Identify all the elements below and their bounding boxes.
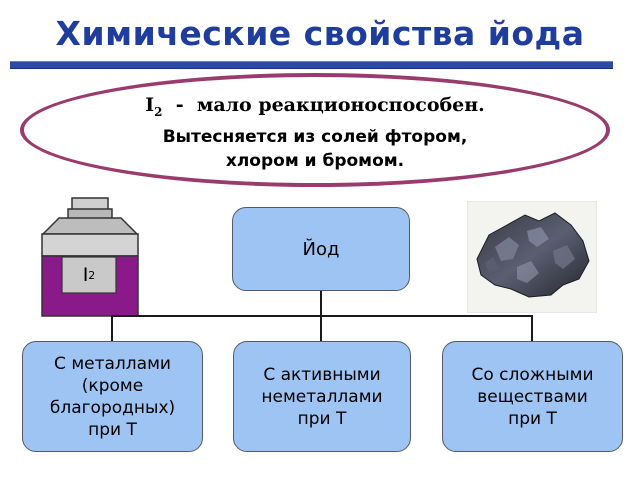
ellipse-line-2: Вытесняется из солей фтором, [162, 126, 468, 147]
box-nonmetals: С активными неметаллами при Т [233, 341, 411, 452]
title-underline [10, 61, 613, 69]
connector-right [531, 315, 533, 342]
connector-horizontal [111, 315, 533, 317]
formula-symbol: I [145, 94, 155, 116]
box-complex-line: веществами [477, 386, 588, 407]
box-complex-text: Со сложными веществами при Т [471, 364, 593, 430]
jar-subscript: 2 [88, 268, 96, 282]
connector-left [111, 315, 113, 342]
iodine-crystal-image [467, 201, 597, 313]
box-nonmetals-line: С активными [263, 364, 381, 385]
box-nonmetals-line: неметаллами [261, 386, 383, 407]
ellipse-line-3: хлором и бромом. [225, 150, 405, 171]
connector-middle [320, 315, 322, 342]
ellipse-line-1-text: - мало реакционоспособен. [162, 94, 485, 116]
page-title: Химические свойства йода [55, 14, 585, 53]
formula-subscript: 2 [154, 104, 163, 119]
box-metals: С металлами (кроме благородных) при Т [22, 341, 203, 452]
box-metals-text: С металлами (кроме благородных) при Т [50, 353, 175, 441]
box-metals-line: благородных) [49, 397, 176, 418]
box-complex-substances: Со сложными веществами при Т [442, 341, 623, 452]
box-metals-line: при Т [88, 419, 137, 440]
box-metals-line: С металлами [54, 353, 171, 374]
box-nonmetals-line: при Т [297, 408, 347, 429]
iodine-box: Йод [232, 207, 410, 291]
box-complex-line: при Т [508, 408, 557, 429]
box-nonmetals-text: С активными неметаллами при Т [261, 364, 382, 430]
box-complex-line: Со сложными [471, 364, 594, 385]
connector-vertical-main [320, 291, 322, 316]
ellipse-text: I2 - мало реакционоспособен. Вытесняется… [20, 92, 610, 173]
iodine-jar-icon [41, 197, 139, 317]
ellipse-line-1: I2 - мало реакционоспособен. [20, 92, 610, 125]
jar-symbol: I [82, 264, 89, 286]
box-metals-line: (кроме [81, 375, 144, 396]
info-ellipse [20, 73, 610, 187]
